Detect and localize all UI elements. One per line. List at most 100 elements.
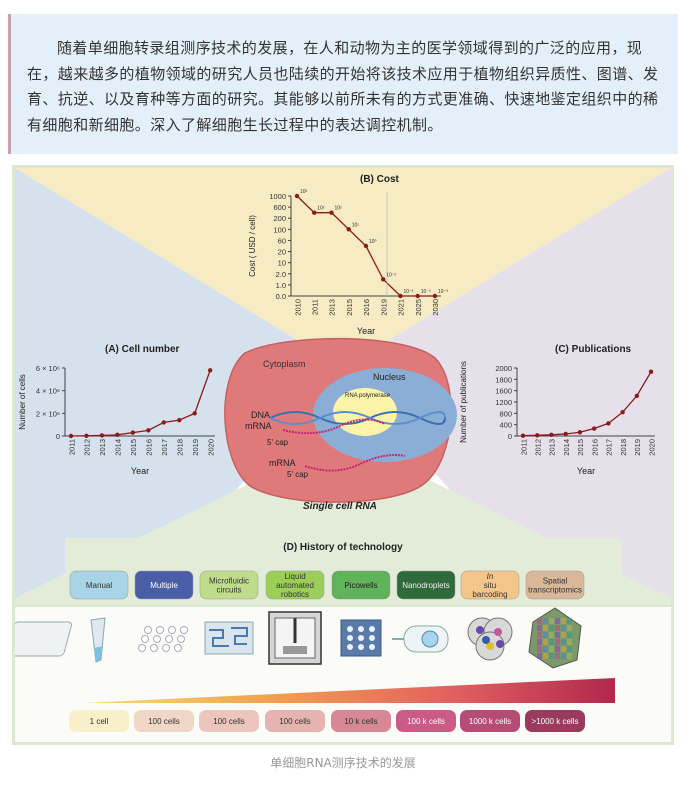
data-point [130, 430, 136, 435]
x-tick-label: 2019 [633, 439, 642, 456]
cell-count-bg [525, 710, 585, 732]
tech-badge-bg [331, 570, 391, 600]
data-point [346, 227, 351, 232]
well-plate-icon [15, 621, 188, 657]
x-tick-label: 2016 [145, 439, 154, 456]
y-tick-label: 20 [278, 248, 286, 257]
tech-label: automated [276, 581, 314, 590]
tech-badge-bg [265, 570, 325, 600]
cell-count-badge: 100 cells [265, 710, 325, 732]
nucleus-label: Nucleus [373, 372, 406, 382]
tech-badge-bg [69, 570, 129, 600]
y-tick-label: 4 × 10⁶ [36, 387, 60, 396]
intro-text: 随着单细胞转录组测序技术的发展，在人和动物为主的医学领域得到的广泛的应用，现在，… [27, 39, 659, 134]
cell-diagram: Cytoplasm Nucleus RNA polymerase DNA mRN… [224, 337, 457, 512]
technology-figure: Cytoplasm Nucleus RNA polymerase DNA mRN… [15, 168, 671, 742]
cell-count-label: 1000 k cells [469, 717, 511, 726]
x-tick-label: 2016 [590, 439, 599, 456]
chart-title: (C) Publications [555, 344, 632, 355]
tech-label: robotics [281, 590, 309, 599]
y-tick-label: 1800 [495, 375, 512, 384]
data-point [363, 243, 369, 249]
y-tick-label: 600 [273, 203, 286, 212]
y-tick-label: 800 [499, 409, 512, 418]
data-point [192, 411, 197, 416]
chart-title: (A) Cell number [105, 344, 180, 355]
cell-count-badge: >1000 k cells [525, 710, 585, 732]
series-line [522, 371, 652, 437]
x-tick-label: 2012 [533, 439, 542, 456]
y-tick-label: 6 × 10⁶ [36, 364, 60, 373]
data-label: 10² [334, 206, 342, 212]
tech-badge-bg [460, 570, 520, 600]
cell-count-bg [331, 710, 391, 732]
cell-count-label: 100 cells [279, 717, 311, 726]
y-tick-label: 2 × 10⁶ [36, 409, 60, 418]
mrna-strand-2 [304, 454, 406, 472]
cell-count-badge: 100 cells [134, 710, 194, 732]
tech-label: Manual [86, 581, 112, 590]
x-tick-label: 2014 [114, 439, 123, 456]
dna-label: DNA [251, 410, 270, 420]
x-axis-label: Year [131, 466, 149, 476]
x-tick-label: 2020 [206, 439, 215, 456]
cell-count-label: 100 cells [213, 717, 245, 726]
picowell-icon [340, 619, 382, 657]
data-point [161, 420, 166, 425]
rna-polymerase-label: RNA polymerase [345, 393, 391, 399]
cell-count-bg [396, 710, 456, 732]
x-tick-label: 2012 [83, 439, 92, 456]
cytoplasm-label: Cytoplasm [263, 359, 306, 369]
data-point [520, 433, 526, 438]
droplet-icon [392, 625, 449, 653]
mrna-strand-1 [282, 418, 386, 435]
data-point [99, 433, 105, 438]
tech-label: circuits [217, 586, 242, 595]
y-axis-label: Number of cells [18, 374, 27, 430]
y-tick-label: 0.0 [276, 292, 286, 301]
data-point [177, 417, 182, 423]
x-tick-label: 2014 [562, 439, 571, 456]
growth-gradient-triangle [83, 678, 615, 703]
x-tick-label: 2020 [647, 439, 656, 456]
cell-count-label: 10 k cells [344, 717, 377, 726]
x-tick-label: 2019 [191, 439, 200, 456]
x-tick-label: 2016 [362, 299, 371, 316]
tech-label: Multiple [150, 581, 178, 590]
x-tick-label: 2018 [619, 439, 628, 456]
mrna-label-2: mRNA [269, 458, 296, 468]
history-title: (D) History of technology [283, 542, 403, 553]
microfluidic-chip-icon [204, 621, 254, 655]
cell-count-label: 1 cell [90, 717, 109, 726]
single-cell-rna-title: Single cell RNA [303, 501, 377, 512]
tech-badge-bg [134, 570, 194, 600]
tech-badge-bg [525, 570, 585, 600]
data-label: 10⁻³ [421, 289, 431, 295]
data-point [329, 210, 334, 215]
tech-label: Nanodroplets [402, 581, 450, 590]
data-point [634, 393, 640, 399]
figure-caption: 单细胞RNA测序技术的发展 [270, 756, 416, 770]
tech-label: barcoding [472, 590, 507, 599]
y-tick-label: 60 [278, 236, 286, 245]
data-label: 10³ [300, 189, 308, 195]
data-label: 10⁻³ [403, 289, 413, 295]
chart-title: (B) Cost [360, 174, 400, 185]
figure: Cytoplasm Nucleus RNA polymerase DNA mRN… [12, 165, 674, 745]
x-tick-label: 2019 [379, 299, 388, 316]
tech-badge-bg [199, 570, 259, 600]
y-tick-label: 400 [499, 421, 512, 430]
x-tick-label: 2025 [414, 299, 423, 316]
x-tick-label: 2015 [129, 439, 138, 456]
tech-badge: Multiple [134, 570, 194, 600]
cell-count-label: >1000 k cells [532, 717, 579, 726]
y-tick-label: 10 [278, 259, 286, 268]
data-point [415, 293, 420, 299]
y-tick-label: 2000 [495, 364, 512, 373]
